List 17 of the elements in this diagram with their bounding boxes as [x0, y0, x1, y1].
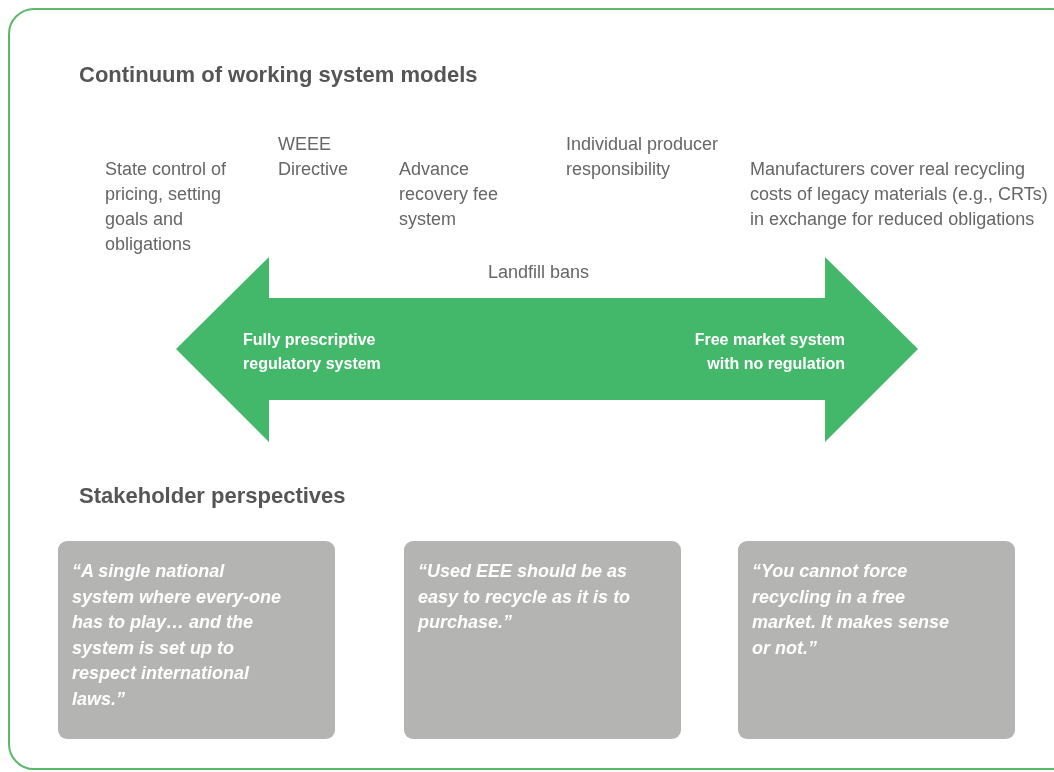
model-label: Manufacturers cover real recycling costs of legacy materials (e.g., CRTs) in exchange for reduced obligations — [750, 158, 1049, 231]
section-heading: Stakeholder perspectives — [79, 483, 347, 509]
quote-box — [58, 541, 335, 739]
arrow-end-label: Fully prescriptive regulatory system — [243, 330, 382, 374]
model-label: State control of pricing, setting goals and obligations — [105, 158, 228, 256]
model-label: Advance recovery fee system — [399, 158, 500, 231]
section-heading: Continuum of working system models — [79, 62, 478, 88]
arrow-end-label: Free market system with no regulation — [693, 330, 845, 374]
quote-text: “You cannot force recycling in a free market. It makes sense or not.” — [752, 560, 951, 660]
annotation-text: Landfill bans — [488, 261, 591, 284]
quote-text: “A single national system where every-one has to play… and the system is set up to respect international laws.” — [72, 560, 283, 711]
double-arrow-band — [176, 257, 918, 442]
quote-text: “Used EEE should be as easy to recycle as it is to purchase.” — [418, 560, 632, 634]
model-label: Individual producer responsibility — [566, 133, 720, 181]
quote-box — [738, 541, 1015, 739]
quote-box — [404, 541, 681, 739]
model-label: WEEE Directive — [278, 133, 349, 181]
